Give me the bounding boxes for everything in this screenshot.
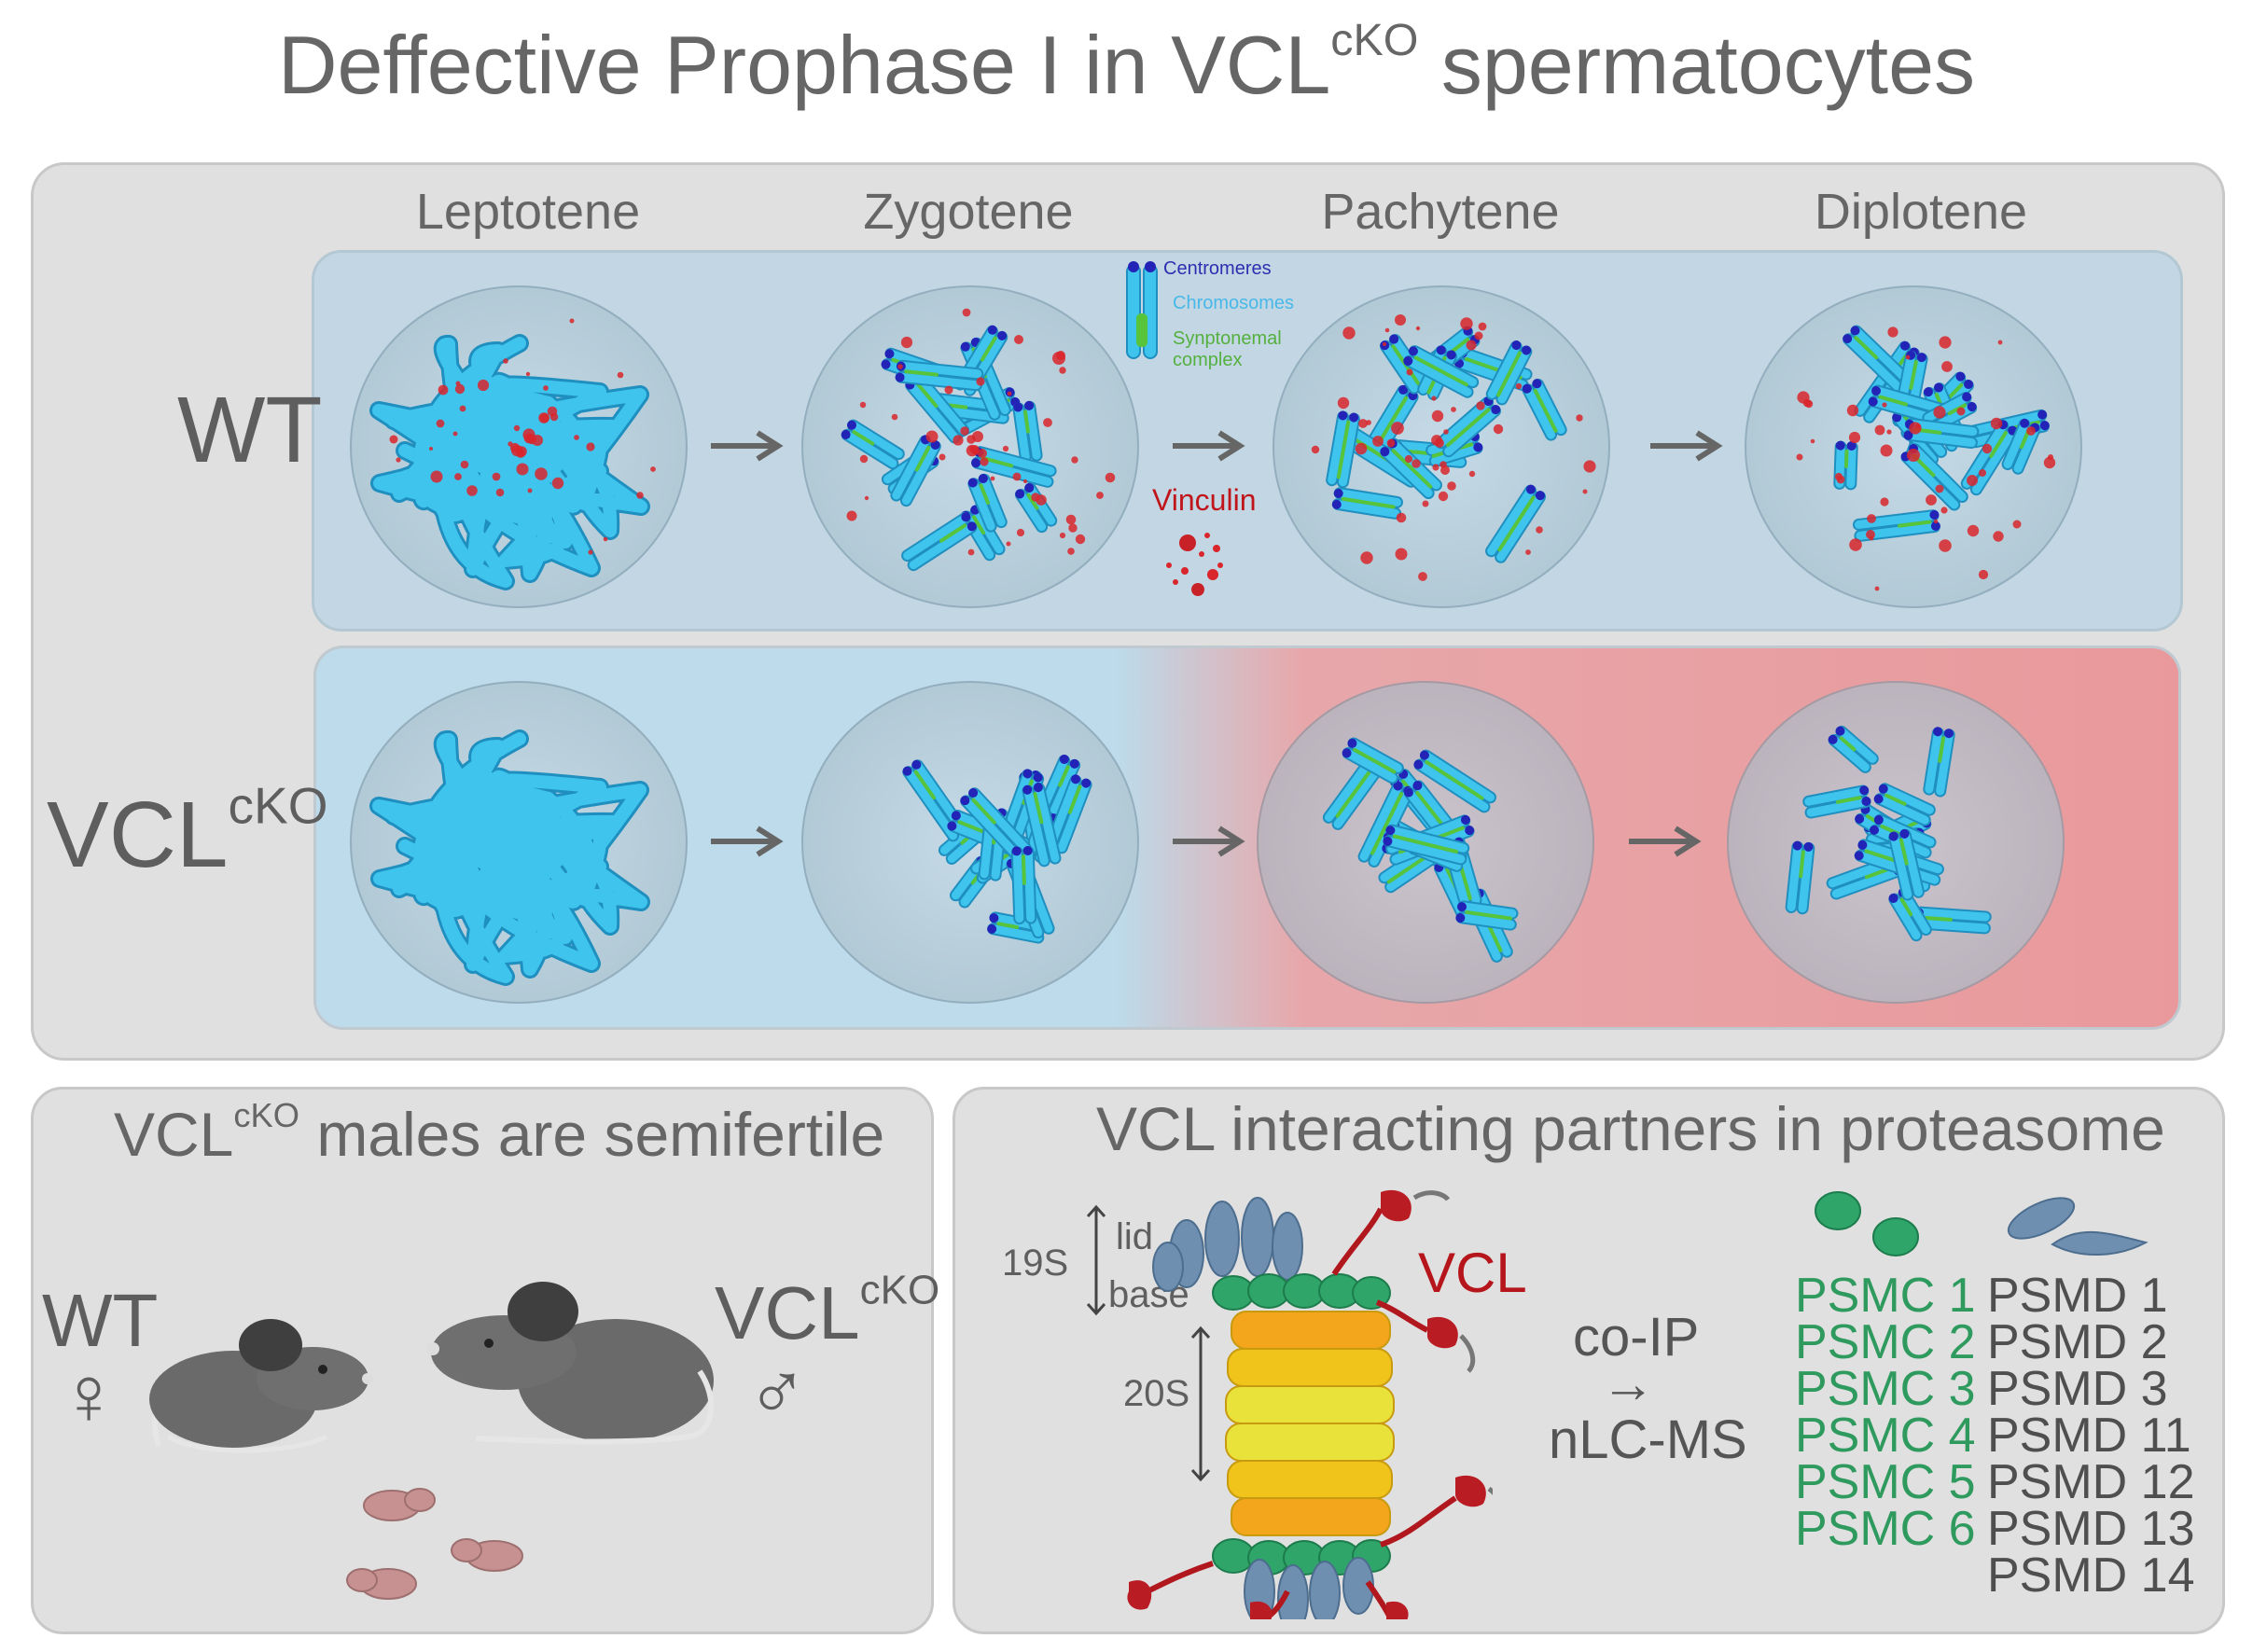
pups-icon <box>346 1488 523 1600</box>
legend-synaptonemal: Synptonemal complex <box>1173 328 1282 370</box>
19s-label: 19S <box>1002 1242 1069 1284</box>
row-label-cko: VCLcKO <box>47 776 328 887</box>
psmd-blue-icon <box>2007 1197 2149 1256</box>
proteasome-illustration <box>1127 1189 1493 1619</box>
female-mouse-icon <box>149 1319 373 1453</box>
stage-label-leptotene: Leptotene <box>415 184 641 240</box>
nlcms-label: nLC-MS <box>1549 1409 1747 1470</box>
psmd-item: PSMD 1 <box>1987 1269 2168 1323</box>
psmc-item: PSMC 5 <box>1795 1455 1976 1509</box>
proteasome-panel <box>953 1087 2225 1634</box>
stage-label-diplotene: Diplotene <box>1814 184 2028 240</box>
psmc-item: PSMC 2 <box>1795 1315 1976 1369</box>
cell-wt-leptotene <box>350 285 688 608</box>
cell-wt-pachytene <box>1273 285 1610 608</box>
male-label: VCLcKO <box>715 1267 940 1354</box>
row-label-wt: WT <box>177 378 323 482</box>
legend-centromeres: Centromeres <box>1163 258 1272 279</box>
arrow-right-icon <box>1629 826 1702 857</box>
psmd-item: PSMD 12 <box>1987 1455 2195 1509</box>
psmc-green-icon <box>1815 1191 1919 1256</box>
stage-label-zygotene: Zygotene <box>863 184 1074 240</box>
cell-wt-zygotene <box>801 285 1139 608</box>
arrow-right-icon <box>711 430 784 462</box>
method-arrow-icon: → <box>1601 1354 1655 1414</box>
19s-range-icon <box>1086 1204 1106 1316</box>
psmd-list: PSMD 1 PSMD 2 PSMD 3 PSMD 11 PSMD 12 PSM… <box>1987 1269 2195 1603</box>
coip-label: co-IP <box>1573 1307 1700 1367</box>
cell-cko-zygotene <box>801 681 1139 1004</box>
fertility-panel-title: VCLcKO males are semifertile <box>114 1096 885 1169</box>
female-label: WT <box>42 1279 159 1362</box>
legend-chromosomes: Chromosomes <box>1173 293 1295 313</box>
vcl-label: VCL <box>1418 1242 1527 1304</box>
cell-cko-diplotene <box>1727 681 2065 1004</box>
psmc-item: PSMC 1 <box>1795 1269 1976 1323</box>
psmd-item: PSMD 2 <box>1987 1315 2168 1369</box>
stage-label-pachytene: Pachytene <box>1321 184 1560 240</box>
20s-range-icon <box>1190 1326 1211 1482</box>
psmc-list: PSMC 1 PSMC 2 PSMC 3 PSMC 4 PSMC 5 PSMC … <box>1795 1269 1976 1556</box>
psmc-item: PSMC 4 <box>1795 1409 1976 1463</box>
cell-cko-pachytene <box>1257 681 1594 1004</box>
psmd-item: PSMD 14 <box>1987 1548 2195 1603</box>
male-mouse-icon <box>426 1282 715 1445</box>
arrow-right-icon <box>1173 430 1245 462</box>
psmd-item: PSMD 11 <box>1987 1409 2191 1463</box>
cell-cko-leptotene <box>350 681 688 1004</box>
psmd-item: PSMD 13 <box>1987 1502 2195 1556</box>
psmc-item: PSMC 6 <box>1795 1502 1976 1556</box>
arrow-right-icon <box>1650 430 1723 462</box>
20s-label: 20S <box>1123 1373 1190 1414</box>
male-symbol-icon: ♂ <box>746 1345 808 1437</box>
female-symbol-icon: ♀ <box>58 1349 119 1441</box>
vinculin-dots-icon <box>1166 533 1223 596</box>
lid-label: lid <box>1116 1216 1154 1257</box>
legend-vinculin: Vinculin <box>1152 483 1257 517</box>
arrow-right-icon <box>1173 826 1245 857</box>
psmc-item: PSMC 3 <box>1795 1362 1976 1416</box>
cell-wt-diplotene <box>1745 285 2082 608</box>
psmd-item: PSMD 3 <box>1987 1362 2168 1416</box>
proteasome-panel-title: VCL interacting partners in proteasome <box>1096 1094 2165 1163</box>
chromosome-legend-icon <box>1126 261 1158 359</box>
main-title: Deffective Prophase I in VCLcKO spermato… <box>277 14 1976 111</box>
arrow-right-icon <box>711 826 784 857</box>
